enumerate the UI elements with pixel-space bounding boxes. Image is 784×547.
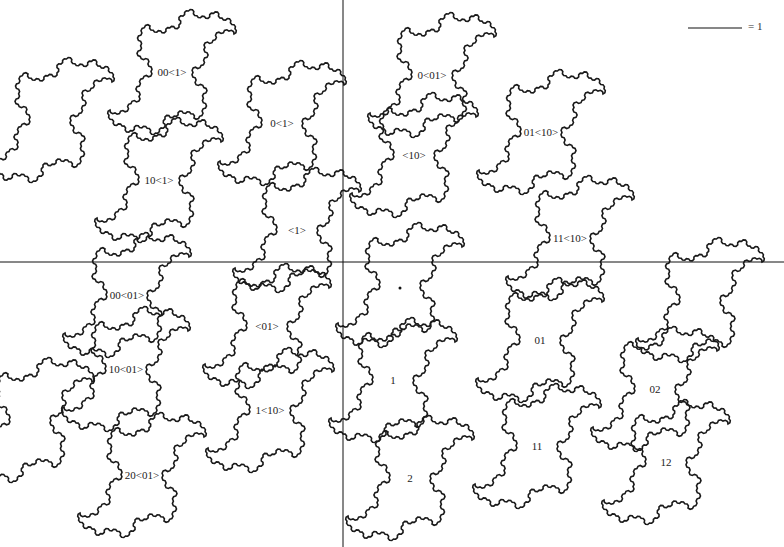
- tile-outline: [233, 168, 362, 293]
- tile-label: 02: [648, 383, 663, 396]
- tile-outline: [108, 10, 237, 135]
- tile-outline: [346, 416, 475, 541]
- tile-outline: [636, 238, 765, 363]
- tile-outline: [506, 176, 635, 301]
- tile-outline: [203, 264, 332, 389]
- tile-label-region: 1<10>: [250, 401, 291, 420]
- tile-label: 0<1>: [268, 117, 295, 130]
- tile-outline: [477, 70, 606, 195]
- tile-label: 01<10>: [522, 126, 560, 139]
- tile-label-region: 00<1>: [152, 63, 193, 82]
- x-axis: [0, 262, 784, 263]
- tile-label-region: 10<01>: [103, 360, 150, 379]
- tile-label: 1: [388, 374, 398, 387]
- tile-label-region: 01<10>: [518, 123, 565, 142]
- tile-label: 2: [405, 472, 415, 485]
- tile-label: 20<01>: [123, 469, 161, 482]
- tile-label-region: 11: [526, 437, 549, 456]
- tile-label-region: 11<10>: [547, 229, 593, 248]
- legend-entry: = 1: [748, 20, 762, 32]
- fractal-tiles: [0, 10, 764, 541]
- origin-dot: [399, 287, 402, 290]
- tile-outline: [602, 400, 731, 525]
- tile-label-region: <01>: [249, 317, 285, 336]
- tile-label: 10<1>: [143, 174, 176, 187]
- tile-outline: [78, 413, 207, 538]
- tile-label: <1>: [286, 224, 308, 237]
- tile-label-region: 00<01>: [104, 286, 151, 305]
- tile-label-region: 10<1>: [139, 171, 180, 190]
- tile-outline: [62, 307, 191, 432]
- tile-label: <10>: [400, 149, 427, 162]
- tile-outline: [95, 118, 224, 243]
- tile-label: 10<01>: [107, 363, 145, 376]
- tile-outline: [0, 58, 114, 183]
- tile-label-region: 0<01>: [412, 66, 453, 85]
- tile-label-region: 0<1>: [264, 114, 300, 133]
- legend-text: = 1: [748, 20, 762, 32]
- unit-line: [688, 27, 742, 28]
- tile-label: 01: [533, 334, 548, 347]
- tile-label: <01>: [253, 320, 280, 333]
- tile-label-region: 01: [529, 331, 552, 350]
- tile-outline: [336, 223, 465, 348]
- tile-outline: [206, 348, 335, 473]
- tile-label: 11: [530, 440, 545, 453]
- tile-outline: [350, 93, 479, 218]
- tile-label-region: <1>: [282, 221, 312, 240]
- tile-label-region: 2: [401, 469, 419, 488]
- tile-label: 12: [659, 456, 674, 469]
- tile-label: 11<10>: [551, 232, 589, 245]
- tile-label-region: 02: [644, 380, 667, 399]
- tile-label-region: <10>: [396, 146, 432, 165]
- tile-label: 00<1>: [156, 66, 189, 79]
- tile-outline: [473, 384, 602, 509]
- tile-label: 0<01>: [416, 69, 449, 82]
- tile-label-region: 12: [655, 453, 678, 472]
- tile-label-region: 1: [384, 371, 402, 390]
- tile-outline: [0, 358, 94, 483]
- tile-outline: [63, 233, 192, 358]
- tile-label: 00<01>: [108, 289, 146, 302]
- tile-label-region: 20<01>: [119, 466, 166, 485]
- tile-outline: [368, 13, 497, 138]
- tile-outline: [218, 61, 347, 186]
- y-axis: [343, 0, 344, 547]
- tile-label: 1<10>: [254, 404, 287, 417]
- tile-outline: [476, 278, 605, 403]
